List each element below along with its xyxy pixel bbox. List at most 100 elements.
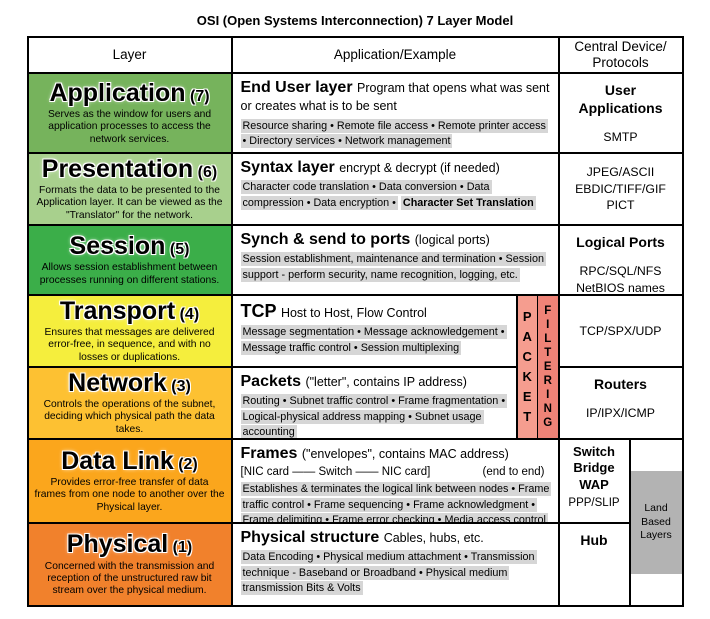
device-protocols: SMTP [603,130,638,145]
layer-name-text: Session [69,232,166,261]
layer-number-text: (6) [197,163,218,181]
example-subheading: (logical ports) [414,233,490,247]
layer-cell-transport: Transport (4) Ensures that messages are … [27,295,232,367]
example-cell-presentation: Syntax layer encrypt & decrypt (if neede… [231,153,559,225]
example-heading-row: Frames ("envelopes", contains MAC addres… [241,445,551,463]
layer-description: Serves as the window for users and appli… [47,109,212,145]
device-protocols: JPEG/ASCII EBDIC/TIFF/GIF PICT [575,165,666,213]
example-heading-row: Syntax layer encrypt & decrypt (if neede… [241,159,551,177]
device-cell-data-link: Switch Bridge WAP PPP/SLIP [558,439,630,523]
example-subheading: encrypt & decrypt (if needed) [339,161,500,175]
example-details: Routing • Subnet traffic control • Frame… [240,394,508,439]
layer-name-text: Network [68,368,167,397]
land-based-layers-cell: Land Based Layers [629,439,683,606]
header-central-device: Central Device/ Protocols [558,37,683,73]
header-layer: Layer [27,37,232,73]
layer-number-text: (4) [179,305,200,323]
device-title: Switch Bridge WAP [573,444,615,492]
header-application-example: Application/Example [231,37,559,73]
example-cell-transport: TCP Host to Host, Flow Control Message s… [231,295,517,367]
layer-cell-session: Session (5) Allows session establishment… [27,225,232,295]
example-heading: Physical structure [240,529,380,546]
example-details: Message segmentation • Message acknowled… [240,325,507,355]
page-title: OSI (Open Systems Interconnection) 7 Lay… [196,13,514,28]
device-title: Routers [594,376,647,392]
layer-number-text: (5) [169,241,190,259]
layer-title-presentation: Presentation (6) [42,156,217,182]
layer-cell-network: Network (3) Controls the operations of t… [27,367,232,439]
example-heading-row: Packets ("letter", contains IP address) [241,373,509,391]
layer-title-physical: Physical (1) [67,531,192,557]
example-details: Data Encoding • Physical medium attachme… [240,550,537,596]
example-subheading: Program that opens what was sent or crea… [240,81,550,114]
example-details-bold: Character Set Translation [400,195,536,210]
layer-title-data-link: Data Link (2) [61,448,198,474]
layer-name-text: Physical [66,530,169,559]
example-heading: TCP [240,301,277,321]
example-cell-physical: Physical structure Cables, hubs, etc. Da… [231,523,559,606]
example-heading: End User layer [240,79,353,96]
layer-description: Allows session establishment between pro… [39,262,220,286]
layer-description: Provides error-free transfer of data fra… [34,477,225,513]
device-cell-session: Logical Ports RPC/SQL/NFS NetBIOS names [558,225,683,295]
example-heading-row: TCP Host to Host, Flow Control [241,301,509,322]
example-cell-session: Synch & send to ports (logical ports) Se… [231,225,559,295]
layer-description: Ensures that messages are delivered erro… [44,327,215,363]
example-heading: Frames [240,445,298,462]
example-details-block: Character code translation • Data conver… [240,180,551,211]
example-details: Resource sharing • Remote file access • … [240,118,548,149]
layer-name-text: Data Link [61,446,174,475]
layer-cell-application: Application (7) Serves as the window for… [27,73,232,153]
example-subheading: ("letter", contains IP address) [305,375,467,389]
example-heading-row: End User layer Program that opens what w… [241,79,551,116]
example-heading-row: Physical structure Cables, hubs, etc. [241,529,551,547]
header-central-device-line1: Central Device/ [574,38,667,54]
example-heading: Synch & send to ports [240,231,411,248]
example-details: Establishes & terminates the logical lin… [240,482,552,522]
layer-description: Concerned with the transmission and rece… [44,560,215,597]
device-protocols: PPP/SLIP [568,496,620,509]
osi-layer-table: Layer Application/Example Central Device… [26,36,684,607]
device-cell-physical: Hub [558,523,630,606]
layer-title-application: Application (7) [49,80,209,106]
example-cell-network: Packets ("letter", contains IP address) … [231,367,517,439]
device-cell-presentation: JPEG/ASCII EBDIC/TIFF/GIF PICT [558,153,683,225]
example-heading-row: Synch & send to ports (logical ports) [241,231,551,249]
layer-name-text: Presentation [41,154,194,183]
device-cell-network: Routers IP/IPX/ICMP [558,367,683,439]
device-protocols: RPC/SQL/NFS NetBIOS names [576,264,665,295]
example-details-block: Establishes & terminates the logical lin… [240,482,552,522]
packet-filtering-column: P A C K E T F I L T E R I N G [516,295,559,439]
example-details-block: Data Encoding • Physical medium attachme… [240,550,551,596]
end-to-end-label: (end to end) [482,466,545,479]
example-cell-application: End User layer Program that opens what w… [231,73,559,153]
layer-cell-presentation: Presentation (6) Formats the data to be … [27,153,232,225]
layer-number-text: (1) [172,539,193,557]
example-details-block: Session establishment, maintenance and t… [240,252,551,283]
example-details-block: Resource sharing • Remote file access • … [240,118,551,150]
header-central-device-line2: Protocols [592,55,649,70]
packet-vertical-label: P A C K E T [517,296,537,438]
example-details-block: Routing • Subnet traffic control • Frame… [240,394,509,439]
nic-card-diagram-line: [NIC card —— Switch —— NIC card] (end to… [241,466,545,480]
layer-cell-physical: Physical (1) Concerned with the transmis… [27,523,232,606]
device-title: Logical Ports [576,234,665,250]
layer-cell-data-link: Data Link (2) Provides error-free transf… [27,439,232,523]
layer-number-text: (3) [171,377,191,395]
layer-title-transport: Transport (4) [60,298,199,324]
example-subheading: ("envelopes", contains MAC address) [301,447,509,461]
example-details-block: Message segmentation • Message acknowled… [240,325,509,356]
layer-description: Controls the operations of the subnet, d… [43,399,216,435]
layer-title-network: Network (3) [68,370,191,396]
layer-description: Formats the data to be presented to the … [36,185,223,221]
example-details: Session establishment, maintenance and t… [240,252,546,282]
device-cell-transport: TCP/SPX/UDP [558,295,683,367]
device-title: User Applications [578,82,663,117]
device-cell-application: User Applications SMTP [558,73,683,153]
layer-name-text: Application [49,78,186,107]
example-heading: Packets [240,373,302,390]
device-protocols: IP/IPX/ICMP [585,406,655,421]
example-subheading: Host to Host, Flow Control [280,306,427,320]
example-heading: Syntax layer [240,159,335,176]
